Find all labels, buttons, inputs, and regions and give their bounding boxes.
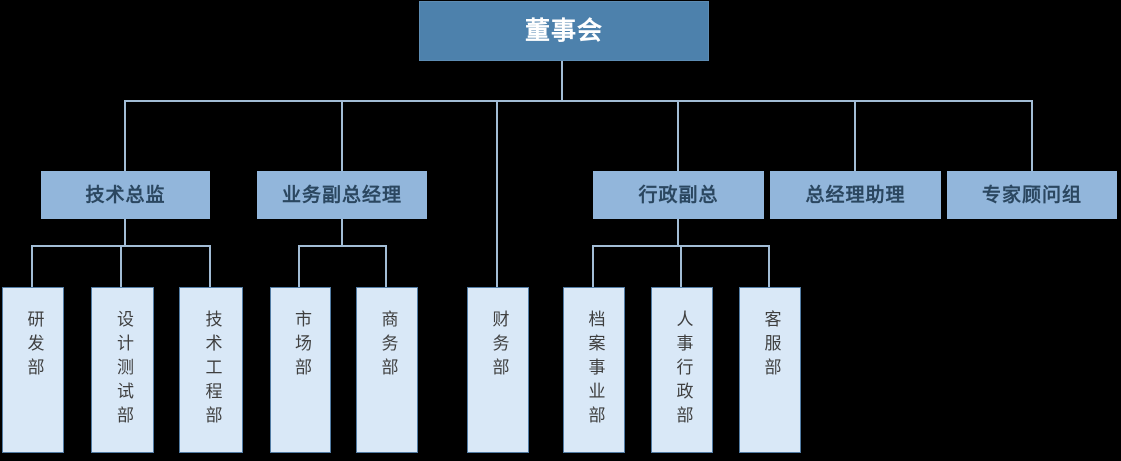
- node-finance-dept: 财务部: [467, 287, 529, 453]
- connector-drop-assistant: [854, 100, 856, 171]
- connector-drop-tech: [124, 100, 126, 171]
- node-label: 财务部: [488, 310, 509, 382]
- node-label: 市场部: [291, 310, 311, 382]
- connector-drop-admin: [677, 100, 679, 171]
- node-gm-assistant: 总经理助理: [770, 171, 941, 219]
- connector-business-drop-1: [298, 245, 300, 287]
- node-label: 档案事业部: [584, 310, 605, 430]
- node-customer-service-dept: 客服部: [739, 287, 801, 453]
- node-label: 设计测试部: [113, 310, 133, 430]
- node-label: 研发部: [23, 310, 44, 382]
- connector-drop-finance: [496, 100, 498, 287]
- node-commerce-dept: 商务部: [356, 287, 418, 453]
- node-label: 商务部: [377, 310, 398, 382]
- node-admin-deputy: 行政副总: [593, 171, 764, 219]
- connector-tech-stem: [124, 219, 126, 245]
- connector-admin-drop-2: [680, 245, 682, 287]
- connector-admin-drop-3: [768, 245, 770, 287]
- node-archives-dept: 档案事业部: [563, 287, 625, 453]
- node-label: 人事行政部: [672, 310, 693, 430]
- connector-tech-drop-3: [209, 245, 211, 287]
- connector-business-stem: [341, 219, 343, 245]
- node-hr-admin-dept: 人事行政部: [651, 287, 713, 453]
- node-rd-dept: 研发部: [2, 287, 64, 453]
- connector-tech-drop-1: [31, 245, 33, 287]
- node-business-deputy-gm: 业务副总经理: [257, 171, 427, 219]
- connector-top-rail: [124, 100, 1033, 102]
- node-tech-engineering-dept: 技术工程部: [179, 287, 243, 453]
- node-label: 技术工程部: [201, 310, 222, 430]
- connector-drop-expert: [1031, 100, 1033, 171]
- node-design-test-dept: 设计测试部: [91, 287, 154, 453]
- connector-admin-stem: [677, 219, 679, 245]
- connector-root-stem: [561, 59, 563, 100]
- node-tech-director: 技术总监: [41, 171, 210, 219]
- connector-drop-business: [341, 100, 343, 171]
- node-label: 客服部: [760, 310, 781, 382]
- connector-tech-drop-2: [120, 245, 122, 287]
- node-board-of-directors: 董事会: [419, 1, 709, 61]
- connector-business-rail: [298, 245, 387, 247]
- connector-business-drop-2: [385, 245, 387, 287]
- connector-admin-drop-1: [592, 245, 594, 287]
- node-marketing-dept: 市场部: [270, 287, 331, 453]
- node-expert-advisors: 专家顾问组: [947, 171, 1117, 219]
